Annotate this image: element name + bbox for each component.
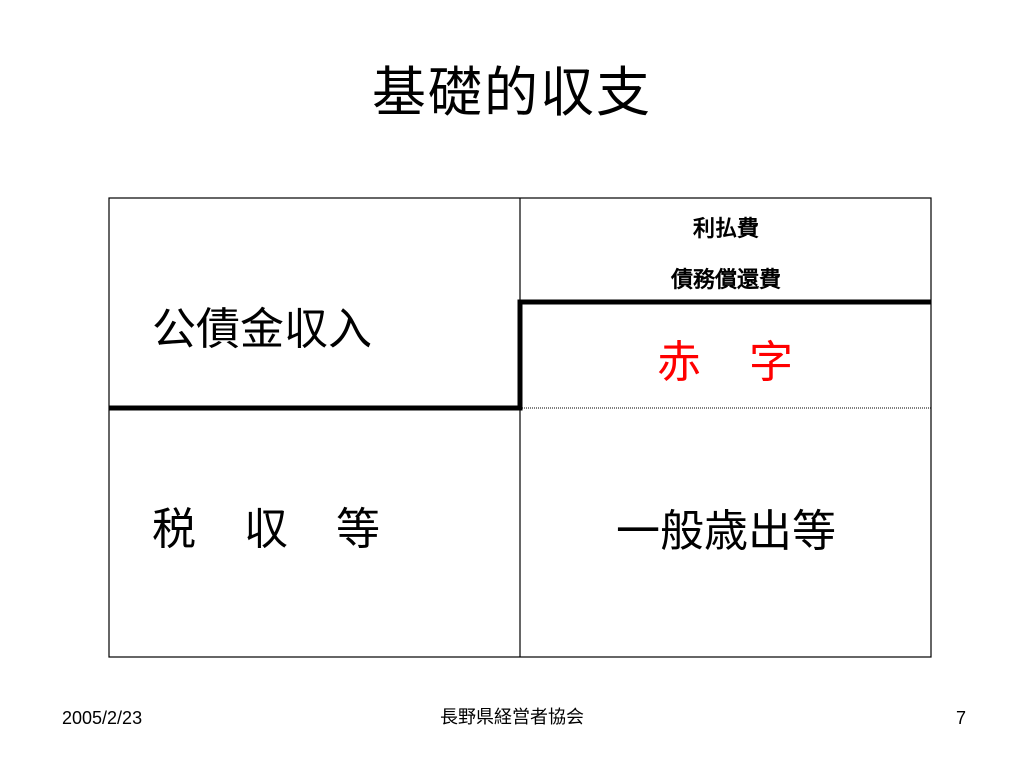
revenue-bond-label: 公債金収入 <box>152 304 372 355</box>
slide-title: 基礎的収支 <box>372 61 652 124</box>
general-expenditure-label: 一般歳出等 <box>616 506 836 557</box>
interest-payment-label: 利払費 <box>692 217 759 242</box>
primary-balance-step-line <box>109 299 931 411</box>
footer-organization: 長野県経営者協会 <box>440 707 584 728</box>
deficit-label: 赤 字 <box>657 337 795 388</box>
footer-page-number: 7 <box>955 708 966 728</box>
footer-date: 2005/2/23 <box>62 708 143 728</box>
tax-revenue-label: 税 収 等 <box>152 504 382 555</box>
debt-redemption-label: 債務償還費 <box>670 268 781 293</box>
